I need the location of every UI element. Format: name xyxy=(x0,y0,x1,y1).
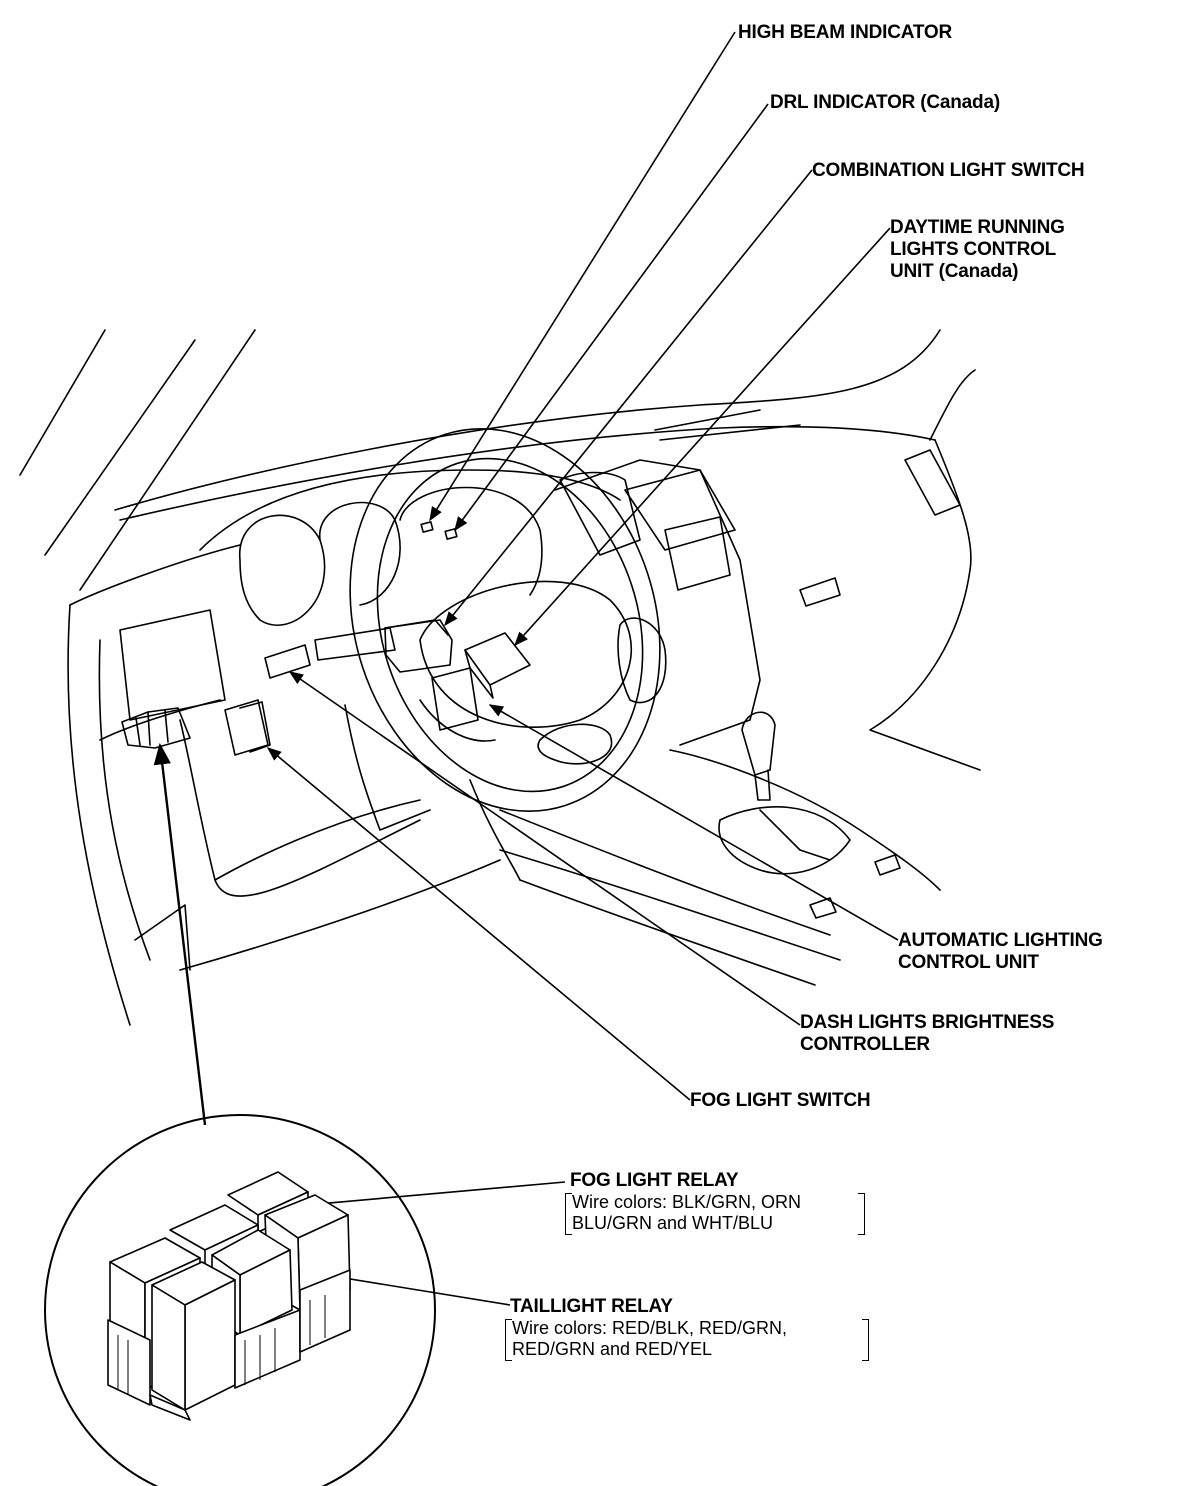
wire-line: BLU/GRN and WHT/BLU xyxy=(572,1213,774,1233)
dash-rib xyxy=(659,424,801,441)
dash-top xyxy=(119,425,936,521)
a-pillar-line xyxy=(44,339,196,556)
gauge-center xyxy=(319,501,401,606)
leader-fog-switch xyxy=(266,747,691,1101)
combination-switch-box xyxy=(384,619,453,673)
door-bottom xyxy=(134,904,191,971)
taillight-relay-wire-colors: Wire colors: RED/BLK, RED/GRN, RED/GRN a… xyxy=(512,1318,787,1360)
door-edge xyxy=(98,639,151,961)
bracket-right xyxy=(858,1193,865,1235)
fog-light-switch-box xyxy=(224,699,269,756)
steering-column xyxy=(469,779,521,881)
steering-spoke-lower xyxy=(537,723,613,765)
center-stack xyxy=(554,459,761,746)
a-pillar-line xyxy=(79,329,256,591)
wire-line: RED/GRN and RED/YEL xyxy=(512,1339,713,1359)
dash-left-lower xyxy=(99,699,221,741)
shift-knob xyxy=(741,711,776,776)
high-beam-indicator-lamp xyxy=(420,521,434,533)
leader-drl-indicator xyxy=(454,103,769,532)
right-vent xyxy=(904,449,961,516)
drl-indicator-lamp xyxy=(444,528,458,540)
label-drl-control-unit: DAYTIME RUNNING LIGHTS CONTROL UNIT (Can… xyxy=(890,217,1065,283)
wire-line: Wire colors: RED/BLK, RED/GRN, xyxy=(512,1318,788,1338)
center-vent xyxy=(559,471,641,556)
wire-line: Wire colors: BLK/GRN, ORN xyxy=(572,1192,802,1212)
leader-combination-switch xyxy=(444,169,813,627)
dash-left-panel xyxy=(69,544,241,606)
label-line: CONTROL UNIT xyxy=(898,952,1039,973)
fog-light-switch-box-inner xyxy=(239,701,271,753)
light-switch-stalk-tip xyxy=(264,644,311,679)
label-drl-indicator: DRL INDICATOR (Canada) xyxy=(770,92,1000,113)
steering-wheel-rim-inner xyxy=(376,457,644,793)
steering-hub xyxy=(419,580,633,728)
detail-circle xyxy=(44,1114,436,1486)
label-fog-light-relay: FOG LIGHT RELAY xyxy=(570,1170,739,1191)
floor-right xyxy=(499,809,831,936)
bracket-left xyxy=(565,1193,572,1235)
label-line: UNIT (Canada) xyxy=(890,261,1019,282)
drl-control-unit-box xyxy=(464,632,531,686)
dash-rib xyxy=(654,409,761,431)
knee-panel xyxy=(179,719,421,897)
label-line: LIGHTS CONTROL xyxy=(890,239,1057,260)
label-line: AUTOMATIC LIGHTING xyxy=(898,930,1103,951)
gauge-right xyxy=(399,486,543,596)
label-fog-light-switch: FOG LIGHT SWITCH xyxy=(690,1090,871,1111)
radio-display xyxy=(664,516,731,591)
floor-right xyxy=(519,879,816,986)
light-switch-stalk xyxy=(314,627,396,661)
label-dash-lights-brightness-controller: DASH LIGHTS BRIGHTNESS CONTROLLER xyxy=(800,1012,1054,1056)
steering-column xyxy=(344,704,431,831)
label-automatic-lighting-control-unit: AUTOMATIC LIGHTING CONTROL UNIT xyxy=(898,930,1103,974)
steering-spoke xyxy=(419,699,496,742)
steering-wheel-rim xyxy=(349,428,661,812)
shift-gate xyxy=(759,809,831,861)
floor-line xyxy=(179,859,501,971)
dash-right xyxy=(869,439,981,771)
leader-auto-light xyxy=(488,704,899,941)
fog-relay-wire-colors: Wire colors: BLK/GRN, ORN BLU/GRN and WH… xyxy=(572,1192,801,1234)
relay-base xyxy=(234,1309,301,1389)
leader-relay-cluster xyxy=(153,742,207,1126)
center-vent-2 xyxy=(624,469,736,551)
label-high-beam-indicator: HIGH BEAM INDICATOR xyxy=(738,22,952,43)
label-taillight-relay: TAILLIGHT RELAY xyxy=(510,1296,673,1317)
leader-drl-unit xyxy=(514,227,891,647)
relay-base xyxy=(149,1394,191,1421)
a-pillar-line xyxy=(19,329,106,476)
hvac-knob xyxy=(617,617,667,704)
shift-console xyxy=(718,806,851,875)
label-combination-light-switch: COMBINATION LIGHT SWITCH xyxy=(812,160,1085,181)
console-edge xyxy=(669,749,941,891)
console-button xyxy=(874,854,901,876)
drl-control-unit-box-side xyxy=(464,649,494,699)
dash-left-block xyxy=(119,609,226,721)
relay-cluster-small-div xyxy=(135,709,169,746)
dash-right-pillar xyxy=(929,369,976,441)
bracket-right xyxy=(862,1319,869,1361)
label-line: DASH LIGHTS BRIGHTNESS xyxy=(800,1012,1055,1033)
relay-base-detail xyxy=(117,1295,326,1395)
glovebox-latch xyxy=(799,577,841,607)
console-button xyxy=(809,897,837,919)
dash-top xyxy=(114,329,941,511)
combination-switch-box-top xyxy=(384,619,449,636)
shift-stem xyxy=(754,769,771,801)
gauge-left xyxy=(239,514,326,626)
label-line: CONTROLLER xyxy=(800,1034,930,1055)
relay-front-side xyxy=(151,1284,186,1411)
bracket-left xyxy=(505,1319,512,1361)
console-edge xyxy=(499,849,841,961)
door-edge xyxy=(67,604,131,1026)
auto-light-unit-box xyxy=(431,667,479,731)
lower-dash xyxy=(214,799,421,881)
label-line: DAYTIME RUNNING xyxy=(890,217,1065,238)
leader-dash-brightness xyxy=(288,671,801,1026)
leader-high-beam xyxy=(429,31,736,522)
